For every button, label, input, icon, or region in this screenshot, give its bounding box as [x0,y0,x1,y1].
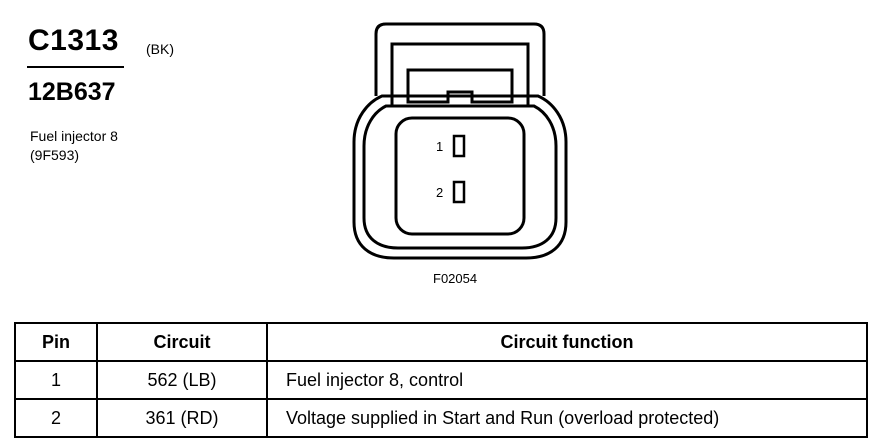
connector-pin-face [394,116,526,236]
circuit-cell: 361 (RD) [96,398,268,438]
connector-lock-tab [406,68,514,104]
connector-latch-inner [390,42,530,106]
column-header-function: Circuit function [266,322,868,362]
pin-cell: 2 [14,398,98,438]
column-header-pin: Pin [14,322,98,362]
pin-cell: 1 [14,360,98,400]
function-cell: Voltage supplied in Start and Run (overl… [266,398,868,438]
figure-id: F02054 [433,271,478,286]
function-cell: Fuel injector 8, control [266,360,868,400]
connector-latch-outer [374,22,546,96]
connector-outer-shell [352,94,568,260]
pin-table: Pin Circuit Circuit function 1 562 (LB) … [14,322,868,438]
pin-cavity-2 [452,180,466,204]
circuit-cell: 562 (LB) [96,360,268,400]
connector-face-diagram: 1 2 [352,22,568,260]
part-number: 12B637 [28,78,116,106]
table-row: 1 562 (LB) Fuel injector 8, control [14,360,868,400]
table-header-row: Pin Circuit Circuit function [14,322,868,362]
header-divider [27,66,124,68]
connector-color-code: (BK) [146,41,174,57]
connector-id: C1313 [28,24,119,57]
pin-number-label: 2 [436,185,443,200]
pin-cavity-1 [452,134,466,158]
pin-number-label: 1 [436,139,443,154]
component-name: Fuel injector 8 [30,128,118,144]
table-row: 2 361 (RD) Voltage supplied in Start and… [14,398,868,438]
connector-inner-shell [362,104,558,250]
component-code: (9F593) [30,147,80,163]
column-header-circuit: Circuit [96,322,268,362]
